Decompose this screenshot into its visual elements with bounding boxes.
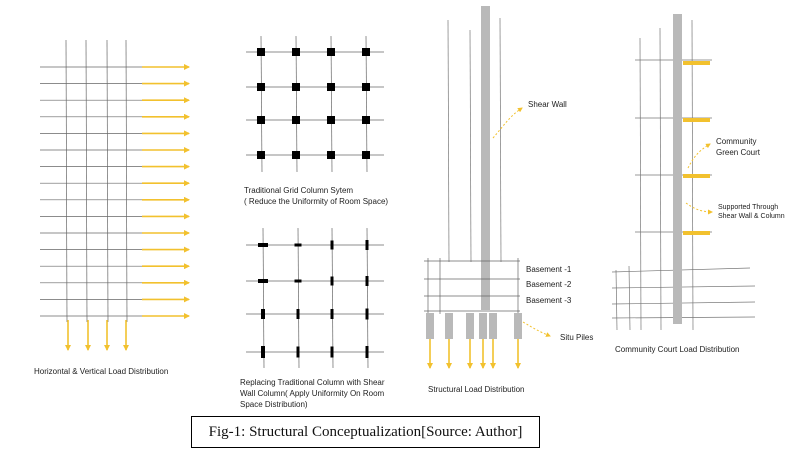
shear-wall-column [365,308,369,320]
shear-wall-column [365,240,369,250]
basement-3-label: Basement -3 [526,296,572,305]
column-square [257,48,265,56]
grid-line [260,35,263,173]
column-square [292,83,300,91]
horizontal-vertical-label: Horizontal & Vertical Load Distribution [34,367,169,376]
grid-column-label-2: ( Reduce the Uniformity of Room Space) [244,197,389,206]
shear-wall-column [261,309,265,319]
shear-wall-label: Shear Wall [528,100,567,109]
grid-line [330,35,333,173]
column-square [327,151,335,159]
grid-line [295,35,298,173]
column-square [327,116,335,124]
grid-line [365,35,368,173]
basement-1-label: Basement -1 [526,265,572,274]
shear-wall-column [294,243,302,247]
support-label-2: Shear Wall & Column [718,213,785,220]
column-square [362,48,370,56]
community-court-panel [611,14,756,331]
grid-line [65,39,68,323]
figure-caption: Fig-1: Structural Conceptualization[Sour… [208,423,523,440]
grid-column-label-1: Traditional Grid Column Sytem [244,186,354,195]
shear-wall-column [330,240,334,250]
grid-line [297,227,300,369]
situ-piles [426,313,522,339]
shear-wall-leader [492,107,523,139]
community-court-label: Community Court Load Distribution [615,345,740,354]
column-square [362,116,370,124]
support-leader [685,202,713,215]
shear-wall-column [261,346,265,358]
community-shear-wall [673,14,682,324]
green-court-label-2: Green Court [716,148,761,157]
structural-load-label: Structural Load Distribution [428,385,525,394]
grid-line [85,39,88,323]
column-square [257,116,265,124]
horizontal-load-arrows [65,64,190,351]
support-label-1: Supported Through [718,204,779,211]
green-court-leader [687,143,711,169]
shear-wall-column [294,279,302,283]
column-square [362,151,370,159]
shear-wall-column-label-2: Wall Column( Apply Uniformity On Room [240,389,385,398]
shear-wall-column [258,243,268,247]
shear-wall-grid [246,227,384,369]
situ-piles-leader [522,321,551,337]
shear-wall-column [365,276,369,286]
shear-wall-column [258,279,268,283]
situ-piles-label: Situ Piles [560,333,594,342]
shear-wall-column [330,276,334,286]
traditional-grid [246,35,384,173]
column-square [292,151,300,159]
shear-wall [481,6,490,310]
shear-wall-columns [258,240,369,358]
green-court-slabs [683,61,710,235]
column-square [327,48,335,56]
grid-line [106,39,109,323]
basement-2-label: Basement -2 [526,280,572,289]
horizontal-vertical-grid [40,39,142,323]
column-square [362,83,370,91]
shear-wall-column [330,346,334,358]
structural-panel [424,6,551,369]
column-square [292,116,300,124]
shear-wall-column [330,309,334,319]
grid-line [366,227,369,369]
shear-wall-column [365,346,369,358]
basement-levels [424,258,520,314]
shear-wall-column [296,309,300,319]
grid-line [331,227,334,369]
column-square [292,48,300,56]
green-court-label-1: Community [716,137,757,146]
column-square [327,83,335,91]
grid-columns [257,48,370,159]
grid-line [125,39,128,323]
shear-wall-column-label-3: Space Distribution) [240,400,308,409]
grid-line [262,227,265,369]
figure-caption-box: Fig-1: Structural Conceptualization[Sour… [191,416,540,448]
shear-wall-column-label-1: Replacing Traditional Column with Shear [240,378,385,387]
shear-wall-column [296,346,300,358]
pile-load-arrows [427,339,521,369]
column-square [257,83,265,91]
column-square [257,151,265,159]
